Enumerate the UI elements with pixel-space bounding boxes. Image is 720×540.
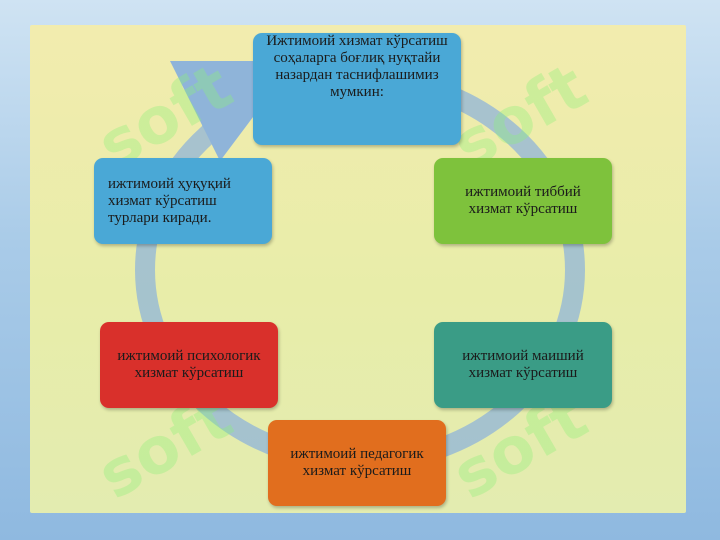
node-psychological-service: ижтимоий психологик хизмат кўрсатиш <box>100 322 278 408</box>
node-household-service: ижтимоий маиший хизмат кўрсатиш <box>434 322 612 408</box>
central-topic-box: Ижтимоий хизмат кўрсатиш соҳаларга боғли… <box>253 33 461 145</box>
node-medical-service-text: ижтимоий тиббий хизмат кўрсатиш <box>465 184 581 217</box>
node-pedagogical-service-text: ижтимоий педагогик хизмат кўрсатиш <box>290 446 424 479</box>
central-topic-text: Ижтимоий хизмат кўрсатиш соҳаларга боғли… <box>266 33 448 100</box>
node-household-service-text: ижтимоий маиший хизмат кўрсатиш <box>462 348 584 381</box>
node-psychological-service-text: ижтимоий психологик хизмат кўрсатиш <box>117 348 261 381</box>
node-legal-service-text: ижтимоий ҳуқуқий хизмат кўрсатиш турлари… <box>108 175 231 226</box>
node-legal-service: ижтимоий ҳуқуқий хизмат кўрсатиш турлари… <box>94 158 272 244</box>
node-medical-service: ижтимоий тиббий хизмат кўрсатиш <box>434 158 612 244</box>
node-pedagogical-service: ижтимоий педагогик хизмат кўрсатиш <box>268 420 446 506</box>
